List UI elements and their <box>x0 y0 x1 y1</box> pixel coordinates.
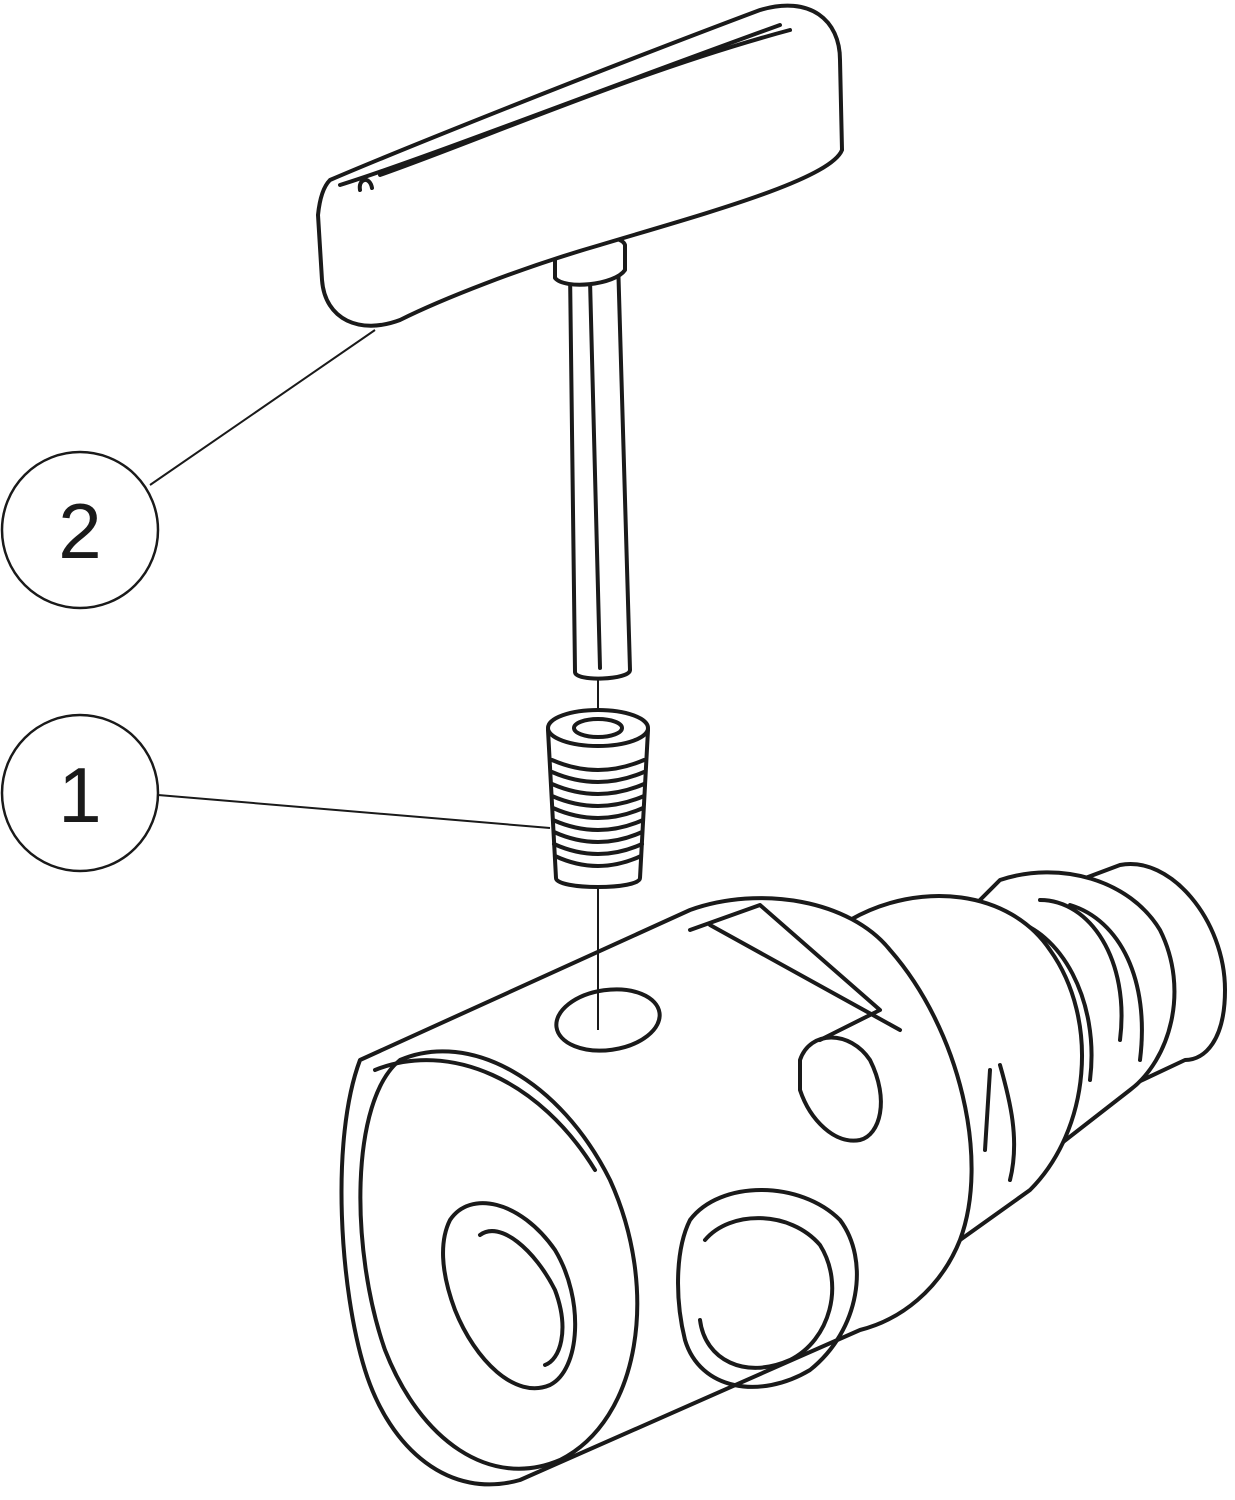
callout-number: 1 <box>58 751 101 839</box>
callout-number: 2 <box>58 487 101 575</box>
callout-circle <box>0 450 160 610</box>
leader-line <box>157 794 551 829</box>
t-handle-key <box>316 3 844 681</box>
callout-circle <box>0 713 160 873</box>
leader-line <box>149 329 376 486</box>
callout-2: 2 <box>0 329 376 610</box>
tool-body <box>339 861 1227 1487</box>
callout-1: 1 <box>0 713 551 873</box>
set-screw <box>546 708 650 889</box>
